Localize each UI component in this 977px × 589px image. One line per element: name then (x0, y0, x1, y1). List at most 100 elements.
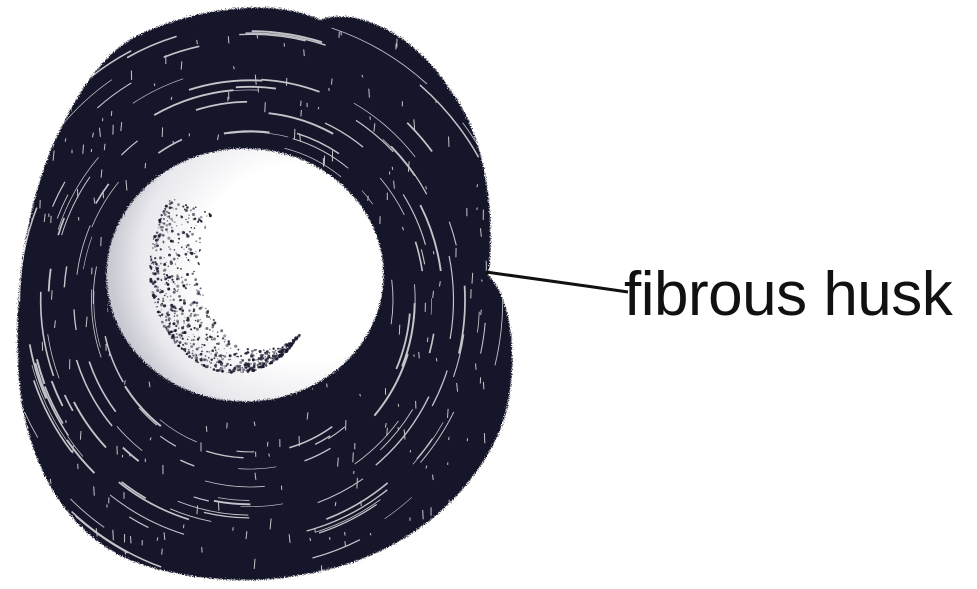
shell-speckle (208, 316, 210, 318)
shell-speckle (181, 335, 183, 337)
husk-fiber-fleck (113, 530, 114, 541)
shell-speckle (208, 357, 210, 359)
shell-speckle (196, 328, 199, 331)
husk-fiber-fleck (408, 161, 409, 172)
shell-speckle (221, 370, 224, 373)
shell-speckle (179, 341, 182, 344)
shell-speckle (172, 220, 174, 222)
husk-fiber-fleck (111, 111, 112, 116)
husk-fiber-fleck (258, 86, 259, 92)
shell-speckle (171, 279, 173, 281)
shell-speckle (209, 361, 210, 362)
shell-speckle (187, 317, 190, 320)
shell-speckle (194, 284, 196, 286)
husk-fiber-fleck (353, 452, 354, 462)
shell-speckle (169, 215, 170, 216)
shell-speckle (190, 328, 192, 330)
shell-speckle (157, 301, 159, 303)
shell-speckle (168, 320, 170, 322)
shell-speckle (193, 271, 194, 272)
shell-speckle (167, 288, 170, 291)
shell-speckle (187, 259, 189, 261)
shell-speckle (153, 296, 156, 299)
shell-speckle (256, 353, 257, 354)
shell-speckle (170, 295, 172, 297)
shell-speckle (168, 246, 170, 248)
shell-speckle (240, 355, 242, 357)
shell-speckle (174, 315, 175, 316)
husk-fiber-fleck (436, 100, 437, 103)
shell-speckle (170, 218, 173, 221)
shell-speckle (192, 339, 194, 341)
husk-fiber-fleck (83, 145, 84, 154)
shell-speckle (235, 353, 236, 354)
shell-speckle (166, 224, 169, 227)
shell-speckle (200, 322, 202, 324)
shell-speckle (174, 320, 175, 321)
shell-speckle (201, 347, 202, 348)
shell-speckle (174, 283, 175, 284)
shell-speckle (153, 261, 156, 264)
husk-fiber-fleck (476, 492, 477, 494)
shell-speckle (190, 345, 193, 348)
shell-speckle (175, 208, 177, 210)
shell-speckle (205, 327, 208, 330)
shell-speckle (183, 326, 185, 328)
shell-speckle (181, 309, 184, 312)
shell-speckle (154, 257, 156, 259)
shell-speckle (195, 251, 196, 252)
shell-speckle (171, 275, 174, 278)
shell-speckle (162, 222, 164, 224)
shell-speckle (158, 265, 159, 266)
shell-speckle (187, 221, 189, 223)
shell-speckle (171, 232, 172, 233)
shell-speckle (210, 318, 211, 319)
shell-speckle (165, 315, 168, 318)
shell-speckle (163, 263, 166, 266)
husk-fiber-fleck (423, 510, 424, 519)
shell-speckle (170, 260, 173, 263)
shell-speckle (182, 284, 185, 287)
shell-speckle (167, 237, 170, 240)
shell-speckle (172, 336, 175, 339)
shell-speckle (169, 200, 171, 202)
shell-speckle (279, 354, 280, 355)
husk-fiber-fleck (318, 107, 319, 109)
husk-fiber-fleck (370, 533, 371, 535)
shell-speckle (174, 222, 175, 223)
shell-speckle (160, 214, 162, 216)
shell-speckle (205, 308, 206, 309)
husk-fiber-fleck (433, 251, 434, 254)
shell-speckle (168, 223, 171, 226)
husk-fiber-fleck (145, 163, 146, 168)
shell-speckle (206, 366, 208, 368)
husk-fiber-fleck (478, 126, 479, 129)
shell-speckle (176, 276, 179, 279)
shell-speckle (154, 270, 155, 271)
shell-speckle (272, 351, 273, 352)
shell-speckle (175, 289, 176, 290)
shell-speckle (158, 238, 159, 239)
shell-speckle (219, 361, 222, 364)
husk-fiber-fleck (171, 97, 172, 100)
shell-speckle (160, 263, 162, 265)
shell-speckle (183, 302, 186, 305)
shell-speckle (194, 327, 196, 329)
husk-fiber-fleck (335, 502, 336, 506)
husk-fiber-fleck (392, 167, 393, 170)
husk-fiber-fleck (50, 479, 51, 484)
husk-fiber-fleck (301, 110, 302, 117)
shell-speckle (156, 242, 158, 244)
shell-speckle (194, 253, 196, 255)
shell-speckle (177, 323, 179, 325)
shell-speckle (167, 212, 169, 214)
shell-speckle (205, 338, 206, 339)
shell-speckle (168, 314, 170, 316)
shell-speckle (157, 306, 158, 307)
husk-fiber-fleck (80, 70, 81, 80)
shell-speckle (249, 368, 251, 370)
shell-speckle (260, 357, 263, 360)
shell-speckle (160, 248, 162, 250)
husk-fiber-fleck (233, 527, 234, 531)
shell-speckle (174, 340, 175, 341)
